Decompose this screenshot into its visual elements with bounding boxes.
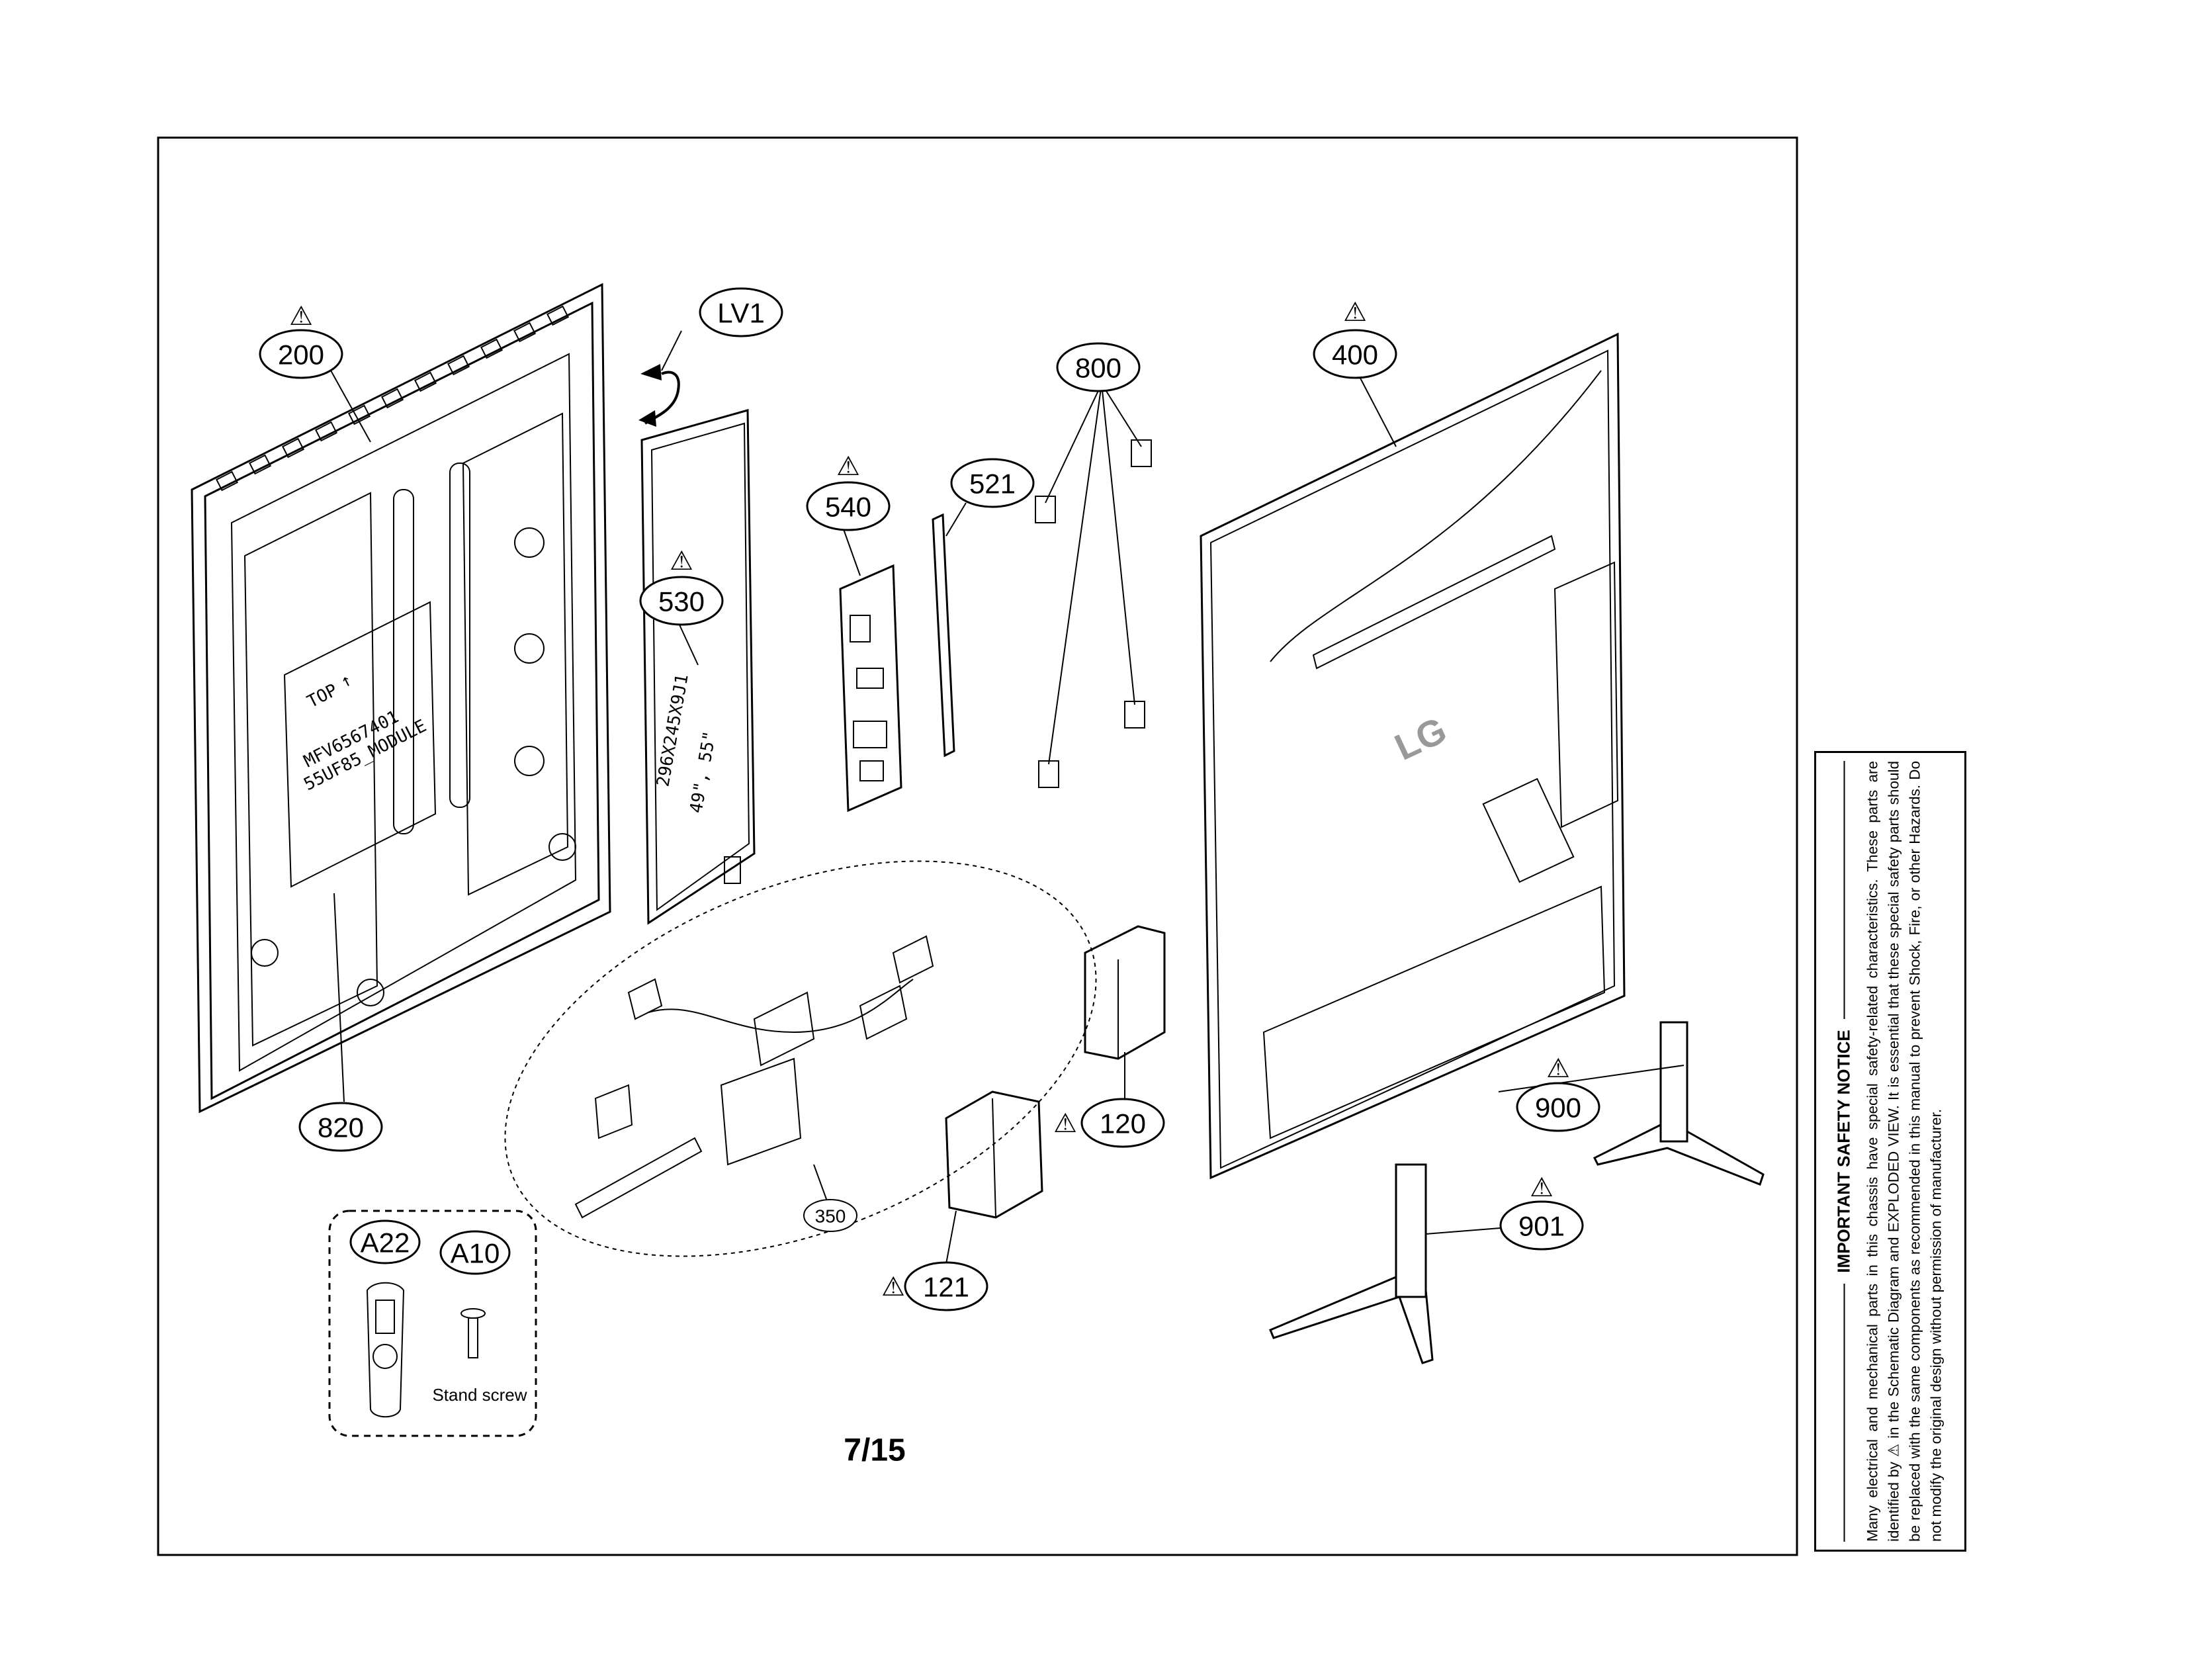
svg-text:A22: A22	[361, 1227, 410, 1259]
safety-notice-title: IMPORTANT SAFETY NOTICE	[1833, 1030, 1854, 1273]
svg-text:530: 530	[658, 586, 705, 617]
main-board-540-drawing	[839, 564, 902, 813]
callout-521: 521	[950, 458, 1035, 508]
callout-540: ⚠ 540	[806, 451, 891, 531]
diagram-frame	[157, 136, 1798, 1556]
page-number: 7/15	[844, 1433, 905, 1468]
callout-400: ⚠ 400	[1313, 297, 1397, 379]
warning-triangle-icon: ⚠	[881, 1272, 905, 1302]
title-rule-left	[1843, 1283, 1845, 1542]
svg-text:820: 820	[318, 1112, 364, 1143]
stand-900-drawing	[1593, 1021, 1765, 1186]
svg-text:900: 900	[1535, 1092, 1581, 1124]
svg-text:LV1: LV1	[717, 298, 765, 329]
lv1-connector-top	[640, 364, 662, 380]
component-121-drawing	[945, 1090, 1043, 1219]
svg-text:901: 901	[1518, 1211, 1565, 1242]
accessory-box	[328, 1210, 537, 1437]
warning-triangle-icon: ⚠	[1530, 1172, 1553, 1203]
stand-screw-label: Stand screw	[432, 1385, 527, 1405]
lv1-connector-bottom	[638, 410, 656, 427]
callout-800: 800	[1056, 342, 1141, 392]
panel-top-label: TOP	[304, 680, 341, 712]
callout-121: ⚠ 121	[881, 1261, 988, 1311]
panel-arrow-icon: ↑	[337, 670, 356, 692]
safety-notice-body: Many electrical and mechanical parts in …	[1864, 761, 1945, 1542]
board-label-line1: 296X245X9J1	[653, 672, 692, 788]
svg-text:540: 540	[825, 492, 871, 523]
power-board-530-drawing	[640, 409, 756, 925]
component-120-drawing	[1084, 925, 1166, 1060]
warning-triangle-icon: ⚠	[670, 546, 693, 576]
svg-text:400: 400	[1332, 339, 1378, 371]
svg-text:120: 120	[1100, 1108, 1146, 1139]
board-label-line2: 49", 55"	[686, 730, 720, 815]
bar-521-drawing	[932, 513, 955, 758]
remote-control-icon	[366, 1282, 405, 1418]
safety-notice-title-row: IMPORTANT SAFETY NOTICE	[1833, 760, 1855, 1542]
stand-screw-icon	[460, 1308, 486, 1358]
warning-triangle-icon: ⚠	[1546, 1053, 1570, 1084]
callout-350: 350	[803, 1199, 857, 1232]
warning-triangle-icon: ⚠	[836, 451, 860, 482]
svg-text:800: 800	[1075, 353, 1121, 384]
svg-text:350: 350	[815, 1206, 846, 1227]
callout-lv1: LV1	[699, 287, 783, 337]
callout-530: ⚠ 530	[639, 546, 724, 626]
svg-text:A10: A10	[451, 1238, 500, 1269]
callout-820: 820	[298, 1102, 383, 1152]
warning-triangle-icon: ⚠	[1053, 1108, 1077, 1139]
callout-a22: A22	[349, 1219, 421, 1264]
brand-logo: LG	[1388, 709, 1452, 768]
safety-notice-box: IMPORTANT SAFETY NOTICE Many electrical …	[1814, 751, 1966, 1552]
callout-120: ⚠ 120	[1053, 1098, 1165, 1148]
callout-200: ⚠ 200	[259, 301, 343, 379]
lcd-panel-module-drawing	[191, 283, 611, 1114]
cable-group-350-drawing	[574, 935, 934, 1219]
back-cover-400-drawing	[1200, 332, 1626, 1180]
cable-group-350-outline	[504, 860, 1097, 1257]
callout-a10: A10	[439, 1230, 511, 1275]
warning-triangle-icon: ⚠	[289, 301, 313, 332]
callout-900: ⚠ 900	[1516, 1053, 1600, 1132]
svg-text:200: 200	[278, 339, 324, 371]
callout-901: ⚠ 901	[1499, 1172, 1584, 1251]
title-rule-right	[1843, 760, 1845, 1020]
stand-901-drawing	[1269, 1163, 1434, 1364]
svg-text:521: 521	[969, 468, 1016, 500]
svg-text:121: 121	[923, 1272, 969, 1303]
leader-lines	[330, 330, 1685, 1264]
warning-triangle-icon: ⚠	[1343, 297, 1367, 328]
